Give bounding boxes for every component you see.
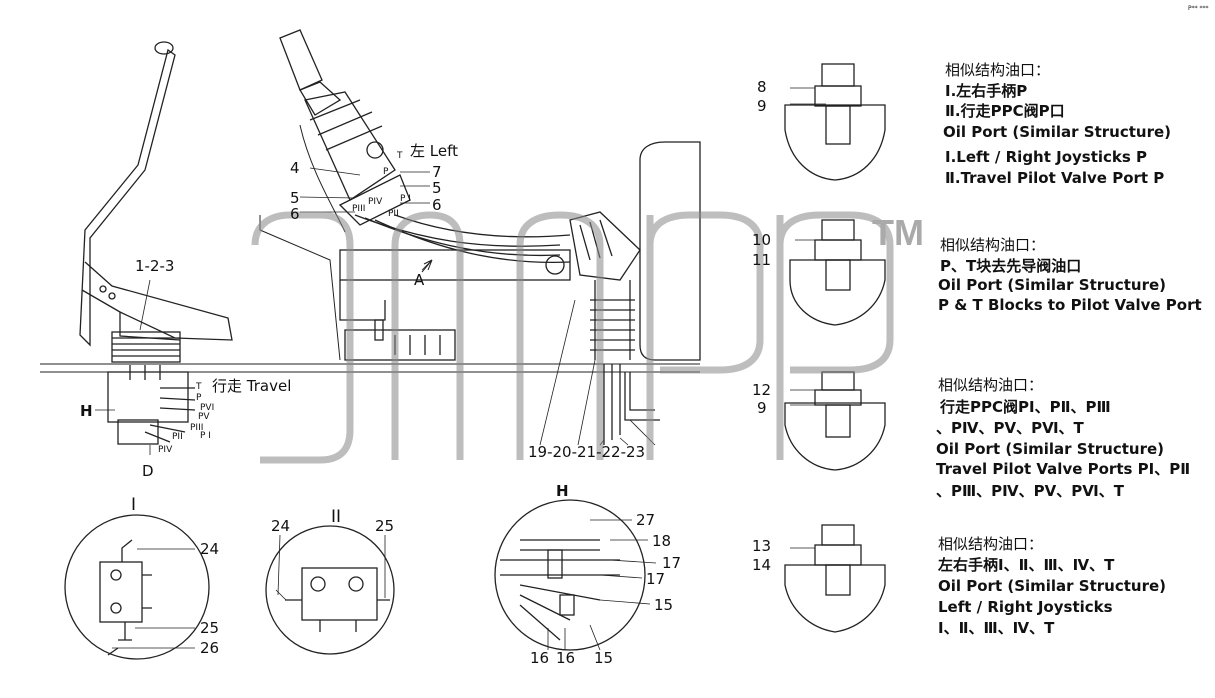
port-P-travel: P — [196, 393, 202, 403]
section1-line-5: Ⅱ.Travel Pilot Valve Port P — [945, 169, 1165, 187]
label-5b: 5 — [432, 179, 442, 197]
section4-line-2: Oil Port (Similar Structure) — [938, 577, 1167, 595]
section2-line-3: P & T Blocks to Pilot Valve Port — [938, 296, 1202, 314]
section3-line-0: 相似结构油口： — [938, 376, 1044, 394]
detail-H-27: 27 — [636, 511, 656, 529]
detail-H-18: 18 — [652, 532, 672, 550]
port-T-travel: T — [196, 382, 202, 392]
section4-line-1: 左右手柄Ⅰ、Ⅱ、Ⅲ、Ⅳ、T — [938, 556, 1115, 574]
detail-H-17a: 17 — [662, 554, 682, 572]
section1-line-3: Oil Port (Similar Structure) — [943, 123, 1172, 141]
detail-I-25: 25 — [200, 619, 220, 637]
section3-num-12: 12 — [752, 381, 772, 399]
section-view-12-9 — [784, 371, 886, 471]
section-view-8-9 — [784, 63, 886, 181]
detail-I-24: 24 — [200, 540, 220, 558]
detail-H-16a: 16 — [530, 649, 550, 667]
detail-II-title: II — [331, 507, 342, 527]
detail-H-view — [494, 499, 657, 651]
port-P-joystick: P — [383, 167, 389, 177]
watermark-tm: TM — [872, 212, 924, 253]
label-6a: 6 — [290, 205, 300, 223]
detail-H-title: H — [556, 482, 569, 500]
leader-lines — [95, 167, 656, 455]
detail-H-17b: 17 — [646, 570, 666, 588]
section2-line-1: P、T块去先导阀油口 — [940, 257, 1082, 275]
section1-num-8: 8 — [757, 78, 767, 96]
port-PIV-joystick: PIV — [368, 197, 383, 207]
port-PIII-travel: PIII — [190, 423, 204, 433]
section2-line-2: Oil Port (Similar Structure) — [938, 276, 1167, 294]
section3-line-1: 行走PPC阀PⅠ、PⅡ、PⅢ — [940, 398, 1111, 416]
label-left: 左 Left — [410, 142, 458, 160]
section1-num-9: 9 — [757, 97, 767, 115]
section1-line-4: Ⅰ.Left / Right Joysticks P — [945, 148, 1148, 166]
section2-num-10: 10 — [752, 231, 772, 249]
section3-num-9: 9 — [757, 399, 767, 417]
port-PII-joystick: PII — [388, 209, 399, 219]
detail-I-view — [64, 514, 210, 660]
port-PVI-travel: PVI — [200, 403, 215, 413]
section3-line-3: Oil Port (Similar Structure) — [936, 440, 1165, 458]
detail-II-25: 25 — [375, 517, 395, 535]
port-PIII-joystick: PIII — [352, 204, 366, 214]
section3-line-4: Travel Pilot Valve Ports PⅠ、PⅡ — [936, 460, 1191, 478]
section4-num-14: 14 — [752, 556, 772, 574]
label-5a: 5 — [290, 189, 300, 207]
port-PIV-travel: PIV — [158, 445, 173, 455]
port-PI-joystick: P I — [400, 194, 411, 204]
section1-line-0: 相似结构油口： — [945, 61, 1051, 79]
label-4: 4 — [290, 159, 300, 177]
detail-H-15a: 15 — [654, 596, 674, 614]
label-6b: 6 — [432, 196, 442, 214]
label-travel: 行走 Travel — [212, 377, 292, 395]
watermark-outline — [251, 211, 894, 464]
detail-H-15b: 15 — [594, 649, 614, 667]
section2-line-0: 相似结构油口： — [940, 236, 1046, 254]
detail-I-26: 26 — [200, 639, 220, 657]
port-T-joystick: T — [397, 151, 403, 161]
detail-H-16b: 16 — [556, 649, 576, 667]
arrow-A — [421, 259, 433, 273]
label-A: A — [414, 271, 425, 289]
section-view-13-14 — [784, 524, 886, 633]
section3-line-2: 、PⅣ、PⅤ、PⅥ、T — [936, 419, 1084, 437]
section4-line-4: Ⅰ、Ⅱ、Ⅲ、Ⅳ、T — [938, 619, 1055, 637]
port-PII-travel: PII — [172, 432, 183, 442]
detail-I-title: I — [131, 495, 137, 515]
label-1-2-3: 1-2-3 — [135, 257, 175, 275]
detail-II-view — [265, 525, 395, 655]
port-PI-travel: P I — [200, 431, 211, 441]
section4-line-3: Left / Right Joysticks — [938, 598, 1113, 616]
detail-II-24: 24 — [271, 517, 291, 535]
corner-mark: P** *** — [1188, 5, 1209, 12]
port-PV-travel: PV — [198, 412, 210, 422]
label-D: D — [142, 462, 154, 480]
section1-line-2: Ⅱ.行走PPC阀P口 — [945, 102, 1065, 120]
pipe-bundle — [590, 280, 660, 445]
section3-line-5: 、PⅢ、PⅣ、PⅤ、PⅥ、T — [936, 482, 1124, 500]
label-7: 7 — [432, 163, 442, 181]
label-19-23: 19-20-21-22-23 — [528, 443, 646, 461]
seat-back — [639, 141, 701, 361]
section2-num-11: 11 — [752, 251, 772, 269]
section4-line-0: 相似结构油口： — [938, 535, 1044, 553]
section1-line-1: Ⅰ.左右手柄P — [945, 82, 1028, 100]
section4-num-13: 13 — [752, 537, 772, 555]
label-H: H — [80, 402, 93, 420]
section-view-10-11 — [789, 219, 886, 326]
console-frame — [259, 211, 641, 361]
travel-lever — [79, 41, 233, 445]
